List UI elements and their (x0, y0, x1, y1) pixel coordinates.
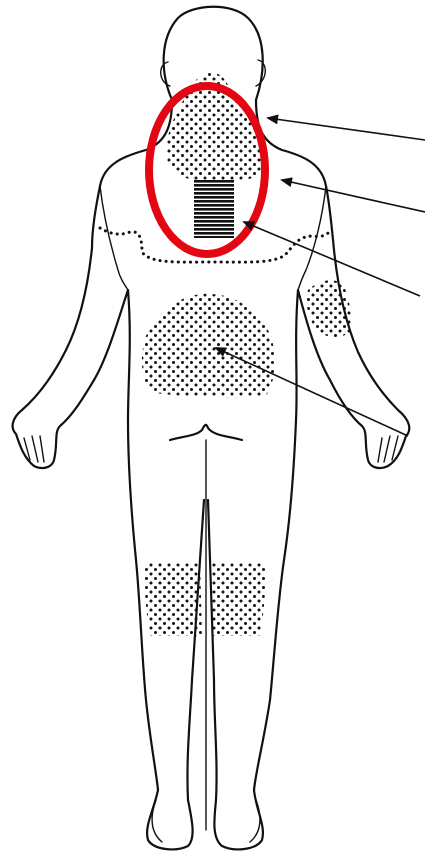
region-posterior-knee-right (210, 562, 266, 636)
body-left-side (13, 100, 204, 849)
left-arm-inner (100, 186, 128, 290)
region-posterior-knee-left (144, 562, 202, 636)
left-foot (152, 800, 162, 842)
right-foot (250, 800, 260, 842)
body-right-side (208, 100, 409, 849)
arrow-neck (268, 118, 425, 140)
shaded-regions (100, 73, 351, 636)
region-upper-thoracic-spine (194, 180, 234, 238)
gluteal-crease (170, 425, 242, 440)
region-left-forearm (306, 280, 350, 337)
region-lower-back (142, 294, 275, 397)
ear-right (256, 60, 265, 86)
right-arm-inner (298, 186, 326, 290)
arrow-shoulder (282, 180, 425, 212)
